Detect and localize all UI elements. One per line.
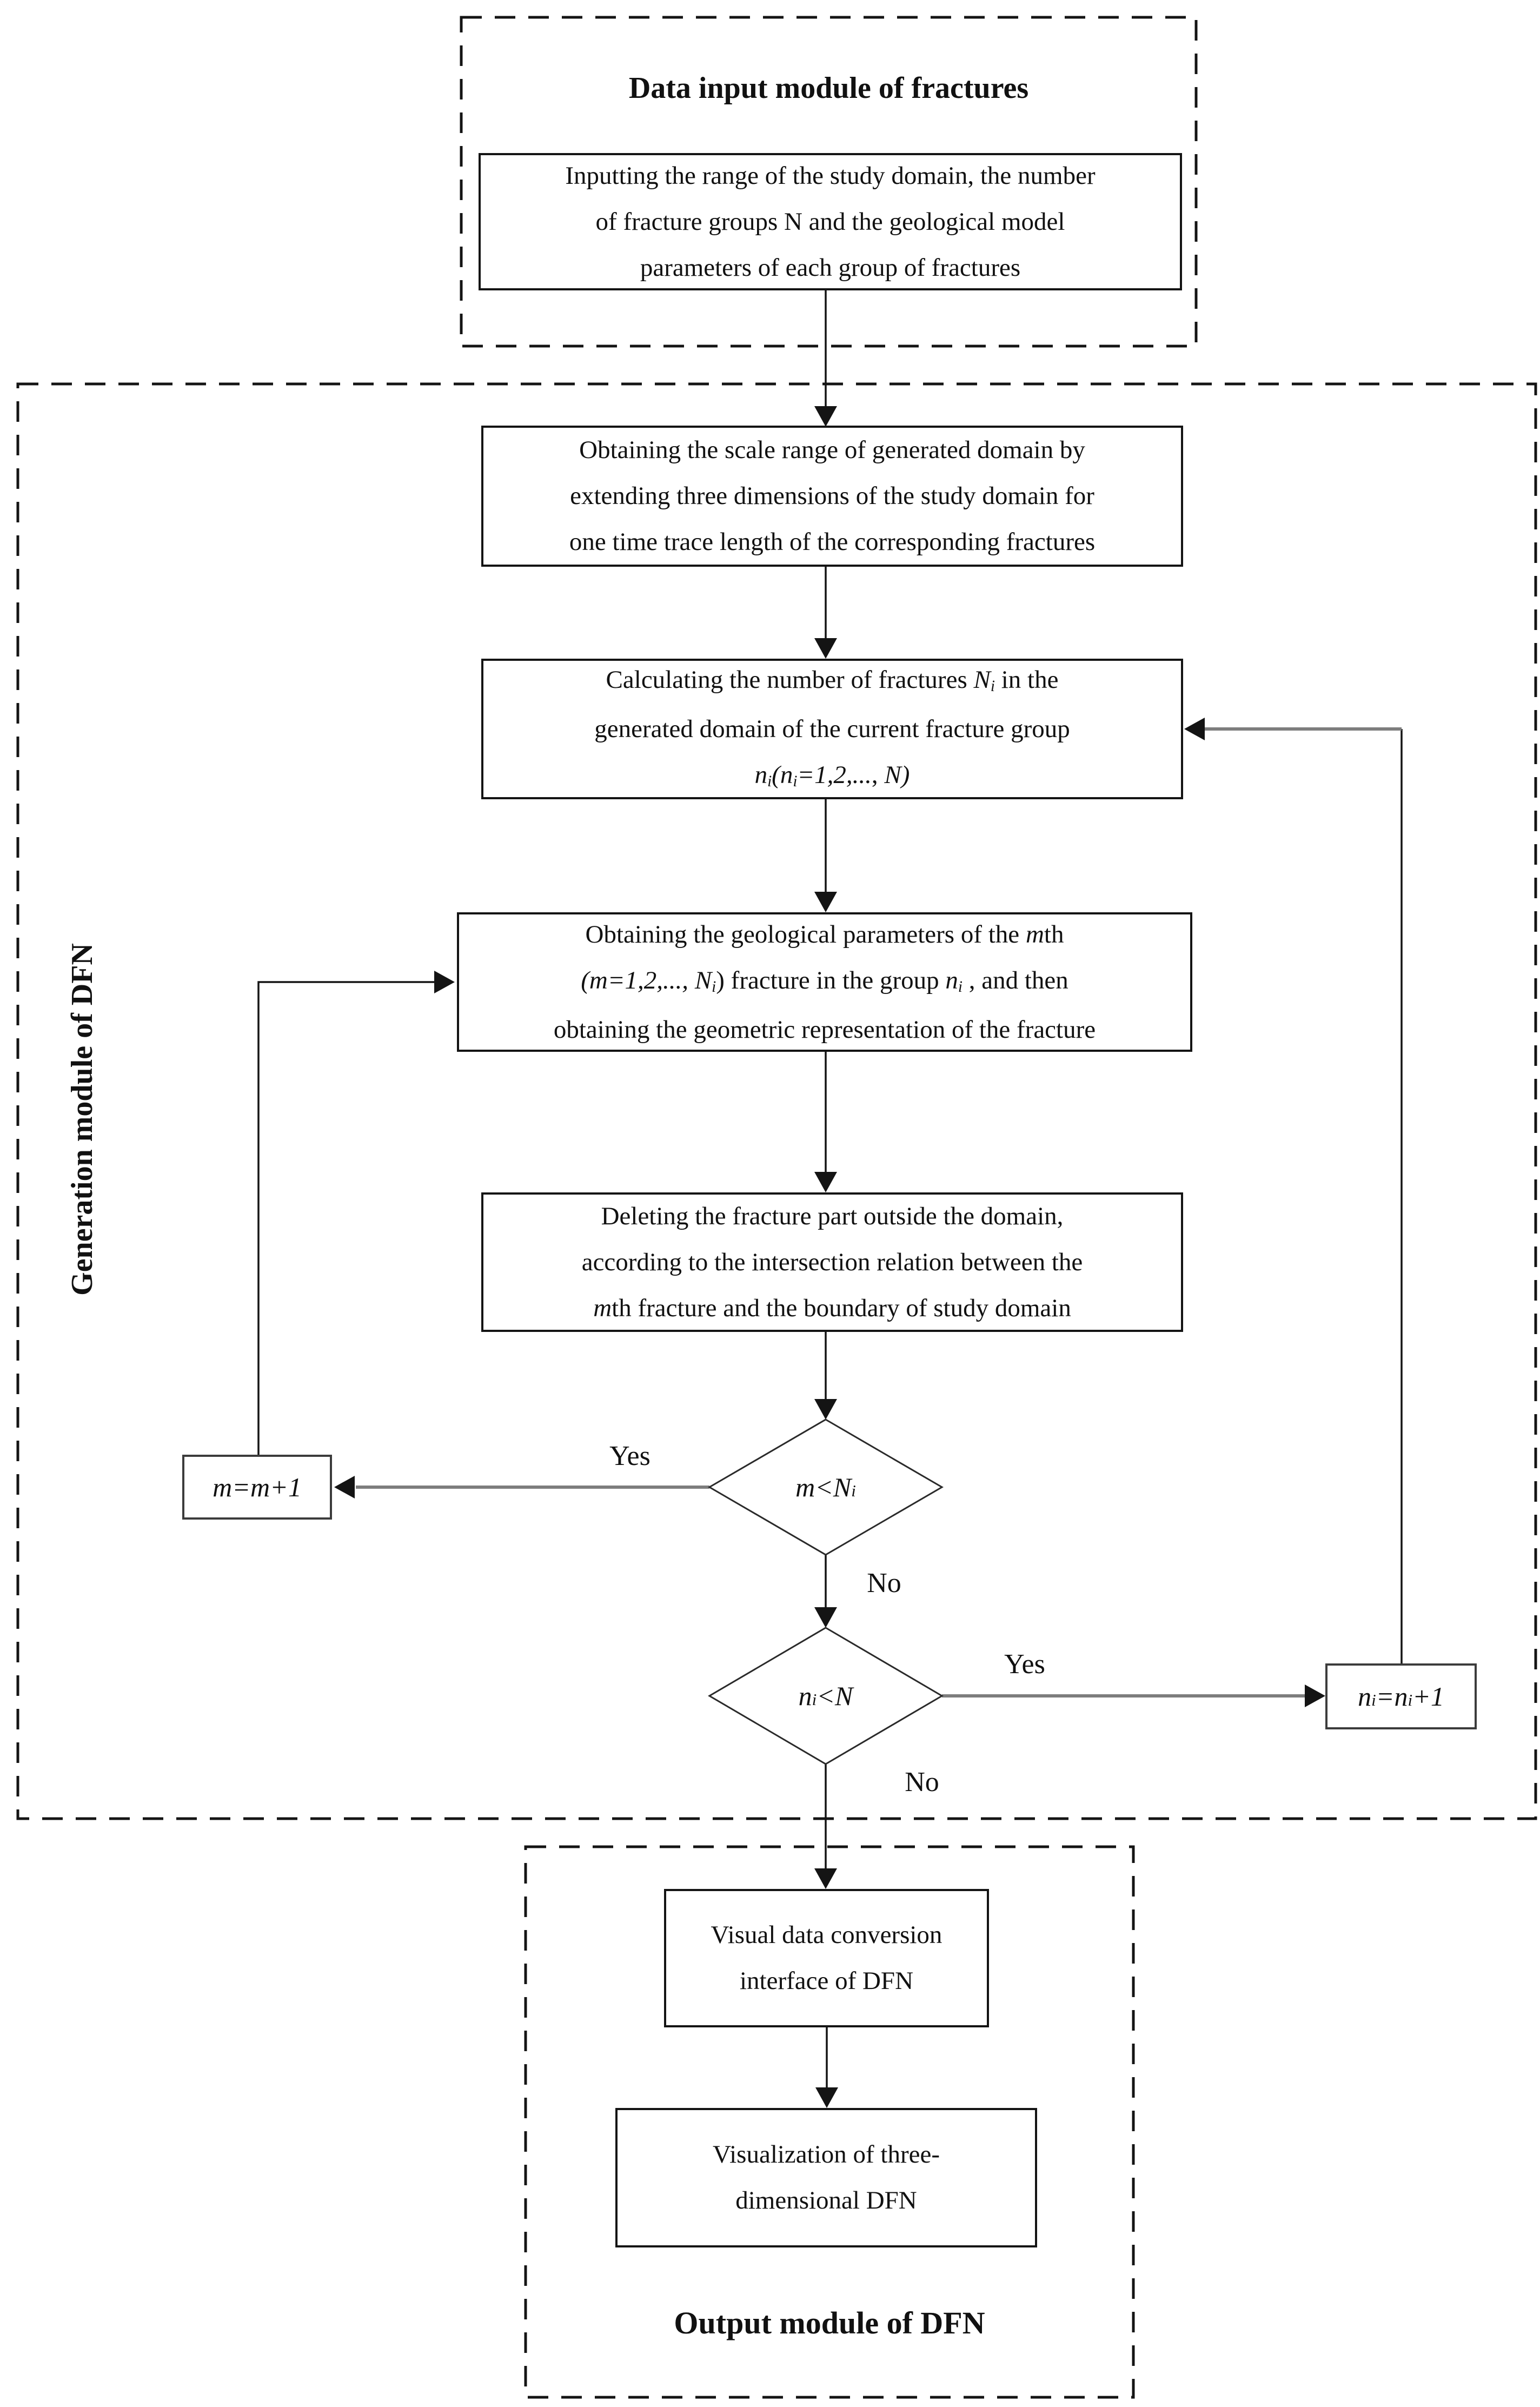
input-module-title: Data input module of fractures	[628, 71, 1029, 105]
arrowhead-into-visualization-box	[815, 2087, 838, 2108]
arrowhead-into-increment-n-box	[1305, 1685, 1325, 1707]
decision-n-yes-label: Yes	[1004, 1649, 1045, 1680]
scale-range-box-line: Obtaining the scale range of generated d…	[579, 436, 1085, 464]
input-box-line: of fracture groups N and the geological …	[595, 207, 1065, 236]
arrowhead-into-increment-m-box	[334, 1476, 355, 1498]
geological-parameters-box: Obtaining the geological parameters of t…	[457, 912, 1192, 1052]
arrowhead-into-decision-m	[814, 1399, 837, 1420]
visualization-box-line: Visualization of three-	[712, 2140, 940, 2169]
scale-range-box: Obtaining the scale range of generated d…	[481, 426, 1183, 567]
fracture-count-box-line: ni(ni=1,2,..., N)	[754, 760, 910, 791]
output-module-title: Output module of DFN	[674, 2305, 985, 2340]
decision-m-yes-label: Yes	[609, 1441, 650, 1471]
decision-m-no-label: No	[867, 1568, 901, 1599]
visualization-box-line: dimensional DFN	[735, 2186, 917, 2214]
arrowhead-into-conversion-box	[814, 1868, 837, 1889]
scale-range-box-line: extending three dimensions of the study …	[570, 482, 1094, 510]
visual-conversion-box-line: interface of DFN	[739, 1967, 914, 1995]
input-box-line: parameters of each group of fractures	[640, 253, 1021, 282]
visual-conversion-box-line: Visual data conversion	[711, 1921, 942, 1949]
fracture-count-box-line: generated domain of the current fracture…	[594, 714, 1070, 743]
generation-module-dashed-border	[16, 382, 1537, 1820]
decision-n-no-label: No	[905, 1767, 939, 1798]
fracture-count-box: Calculating the number of fractures Ni i…	[481, 659, 1183, 799]
connector-loop-m-to-param	[257, 981, 434, 1455]
visualization-box: Visualization of three- dimensional DFN	[615, 2108, 1037, 2247]
decision-diamond-n	[708, 1627, 944, 1765]
arrowhead-into-scale-box	[814, 406, 837, 427]
arrowhead-into-decision-n	[814, 1607, 837, 1628]
geological-parameters-box-line: (m=1,2,..., Ni) fracture in the group ni…	[581, 966, 1068, 996]
arrowhead-into-count-box	[814, 638, 837, 659]
output-module-dashed-border	[524, 1845, 1135, 2399]
delete-fracture-box-line: mth fracture and the boundary of study d…	[593, 1294, 1071, 1322]
flow-connectors	[257, 290, 1403, 2087]
input-box-line: Inputting the range of the study domain,…	[565, 161, 1096, 190]
arrowhead-loop-into-param-box	[434, 971, 455, 993]
arrowheads	[334, 406, 1325, 2108]
geological-parameters-box-line: Obtaining the geological parameters of t…	[585, 920, 1064, 949]
delete-fracture-box-line: according to the intersection relation b…	[581, 1248, 1083, 1276]
branch-connectors	[356, 727, 1402, 1698]
fracture-count-box-line: Calculating the number of fractures Ni i…	[606, 665, 1059, 695]
delete-fracture-box-line: Deleting the fracture part outside the d…	[601, 1202, 1064, 1230]
arrowhead-loop-into-count-box	[1184, 718, 1205, 740]
input-module-dashed-border	[460, 16, 1198, 348]
arrowhead-into-param-box	[814, 892, 837, 912]
input-box: Inputting the range of the study domain,…	[479, 153, 1182, 290]
decision-diamond-m	[708, 1418, 944, 1556]
increment-m-box: m=m+1	[182, 1455, 332, 1520]
visual-conversion-box: Visual data conversion interface of DFN	[664, 1889, 989, 2027]
scale-range-box-line: one time trace length of the correspondi…	[569, 528, 1096, 556]
delete-fracture-box: Deleting the fracture part outside the d…	[481, 1192, 1183, 1332]
generation-module-title: Generation module of DFN	[65, 943, 99, 1296]
geological-parameters-box-line: obtaining the geometric representation o…	[553, 1015, 1096, 1044]
arrowhead-into-delete-box	[814, 1172, 837, 1192]
